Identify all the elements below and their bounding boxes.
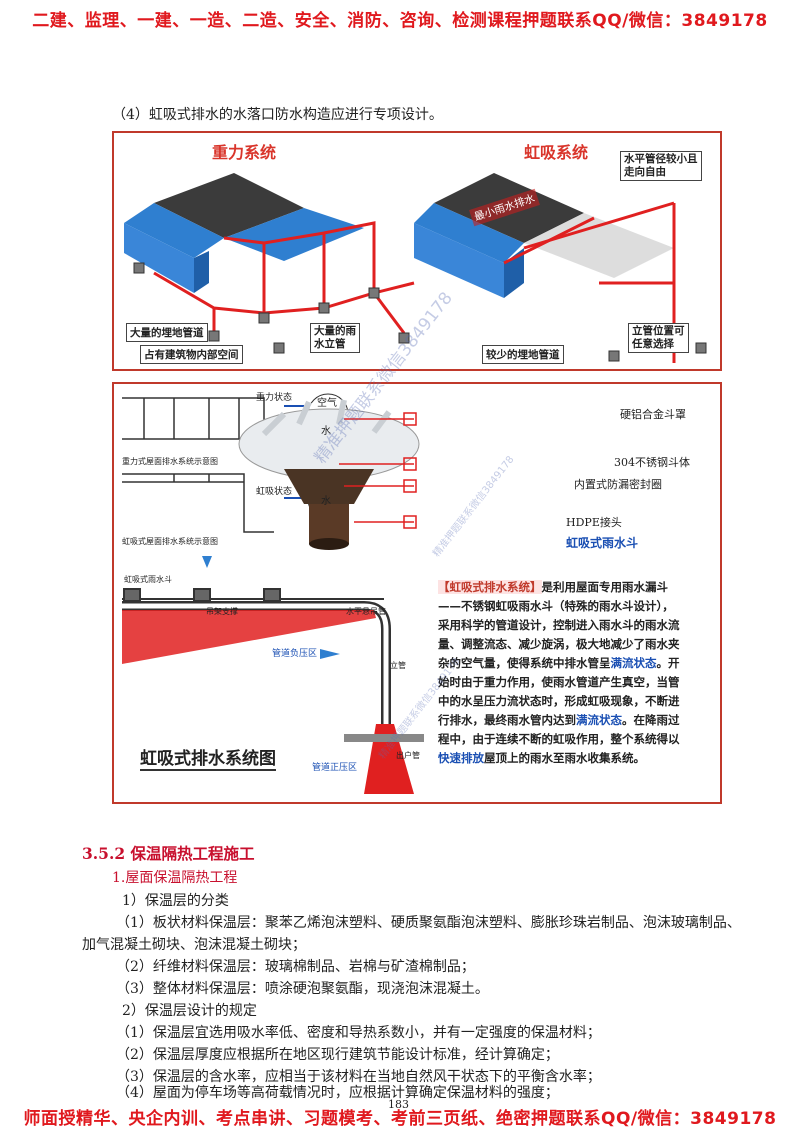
outlet-label: 出户管: [396, 751, 420, 760]
body-line-3: 加气混凝土砌块、泡沫混凝土砌块；: [82, 937, 306, 953]
siphon-system-title: 虹吸系统: [524, 143, 589, 162]
body-line-10: （4）屋面为停车场等高荷载情况时，应根据计算确定保温材料的强度；: [116, 1085, 559, 1101]
description-part-4: 屋顶上的雨水至雨水收集系统。: [484, 751, 645, 765]
description-part-1: 是利用屋面专用雨水漏斗——不锈钢虹吸雨水斗（特殊的雨水斗设计），采用科学的管道设…: [438, 580, 680, 670]
positive-pressure-label: 管道正压区: [312, 763, 358, 773]
drain-body-label: 304不锈钢斗体: [614, 456, 690, 469]
horizontal-pipe-line-1: 水平管径较小且: [624, 153, 698, 165]
negative-pressure-label: 管道负压区: [272, 649, 318, 659]
vertical-pipe-label: 立管位置可 任意选择: [628, 323, 689, 353]
vertical-pipe-line-2: 任意选择: [632, 338, 674, 350]
description-part-3: 。在降雨过程中，由于连续不断的虹吸作用，整个系统得以: [438, 713, 680, 746]
fast-drain-term: 快速排放: [438, 751, 484, 765]
full-flow-term-1: 满流状态: [610, 656, 657, 670]
description-tag: 【虹吸式排水系统】: [438, 580, 542, 594]
page-number: 183: [388, 1098, 409, 1111]
body-line-9: （3）保温层的含水率，应相当于该材料在当地自然风干状态下的平衡含水率；: [116, 1069, 601, 1085]
top-contact-banner: 二建、监理、一建、一造、二造、安全、消防、咨询、检测课程押题联系QQ/微信：38…: [32, 11, 768, 31]
hanger-label: 吊架支撑: [206, 607, 238, 616]
siphon-drain-figure: 重力状态 空气 水 虹吸状态 水 重力式屋面排水系统示意图 虹吸式屋面排水系统示…: [112, 382, 722, 804]
drain-joint-label: HDPE接头: [566, 516, 622, 529]
siphon-description: 【虹吸式排水系统】是利用屋面专用雨水漏斗——不锈钢虹吸雨水斗（特殊的雨水斗设计）…: [438, 578, 684, 768]
drain-seal-label: 内置式防漏密封圈: [574, 478, 662, 491]
body-line-4: （2）纤维材料保温层：玻璃棉制品、岩棉与矿渣棉制品；: [116, 959, 475, 975]
riser-label: 立管: [390, 661, 406, 670]
small-siphon-drain-label: 虹吸式雨水斗: [124, 575, 172, 584]
siphon-diagram-title: 虹吸式排水系统图: [140, 744, 276, 771]
body-line-5: （3）整体材料保温层：喷涂硬泡聚氨酯，现浇泡沫混凝土。: [116, 981, 489, 997]
body-line-7: （1）保温层宜选用吸水率低、密度和导热系数小，并有一定强度的保温材料；: [116, 1025, 601, 1041]
gravity-state-label: 重力状态: [256, 393, 293, 403]
many-downpipes-line-2: 水立管: [314, 338, 346, 350]
full-flow-term-2: 满流状态: [576, 713, 622, 727]
water-label-2: 水: [321, 496, 331, 507]
bottom-contact-banner: 师面授精华、央企内训、考点串讲、习题模考、考前三页纸、绝密押题联系QQ/微信：3…: [23, 1109, 777, 1129]
vertical-pipe-line-1: 立管位置可: [632, 325, 685, 337]
sub-heading: 1.屋面保温隔热工程: [112, 870, 238, 886]
many-downpipes-line-1: 大量的雨: [314, 325, 356, 337]
horizontal-pipe-label: 水平管径较小且 走向自由: [620, 151, 702, 181]
description-part-2: 。开始时由于重力作用，使雨水管道产生真空，当管中的水呈压力流状态时，形成虹吸现象…: [438, 656, 680, 727]
many-buried-pipes-label: 大量的埋地管道: [126, 323, 208, 342]
system-comparison-illustration: [124, 173, 707, 363]
horizontal-pipe-line-2: 走向自由: [624, 166, 666, 178]
drain-cover-label: 硬铝合金斗罩: [620, 408, 686, 421]
many-downpipes-label: 大量的雨 水立管: [310, 323, 360, 353]
body-line-2: （1）板状材料保温层：聚苯乙烯泡沫塑料、硬质聚氨酯泡沫塑料、膨胀珍珠岩制品、泡沫…: [116, 915, 741, 931]
siphon-drain-label: 虹吸式雨水斗: [566, 536, 639, 550]
horizontal-pipe-small-label: 水平悬吊管: [346, 607, 386, 616]
body-line-1: 1）保温层的分类: [122, 893, 229, 909]
gravity-system-title: 重力系统: [212, 143, 277, 162]
body-line-8: （2）保温层厚度应根据所在地区现行建筑节能设计标准，经计算确定；: [116, 1047, 559, 1063]
occupy-space-label: 占有建筑物内部空间: [140, 345, 243, 364]
intro-line: （4）虹吸式排水的水落口防水构造应进行专项设计。: [112, 107, 443, 123]
siphon-drain-illustration: [122, 393, 424, 794]
gravity-vs-siphon-figure: 重力系统 虹吸系统 最小雨水排水 大量的埋地管道 占有建筑物内部空间 大量的雨 …: [112, 131, 722, 371]
water-label: 水: [321, 426, 331, 437]
body-line-6: 2）保温层设计的规定: [122, 1003, 257, 1019]
section-heading: 3.5.2 保温隔热工程施工: [82, 844, 255, 863]
air-label: 空气: [317, 398, 337, 409]
siphon-state-label: 虹吸状态: [256, 487, 293, 497]
siphon-caption: 虹吸式屋面排水系统示意图: [122, 537, 218, 546]
gravity-caption: 重力式屋面排水系统示意图: [122, 457, 218, 466]
less-buried-pipes-label: 较少的埋地管道: [482, 345, 564, 364]
